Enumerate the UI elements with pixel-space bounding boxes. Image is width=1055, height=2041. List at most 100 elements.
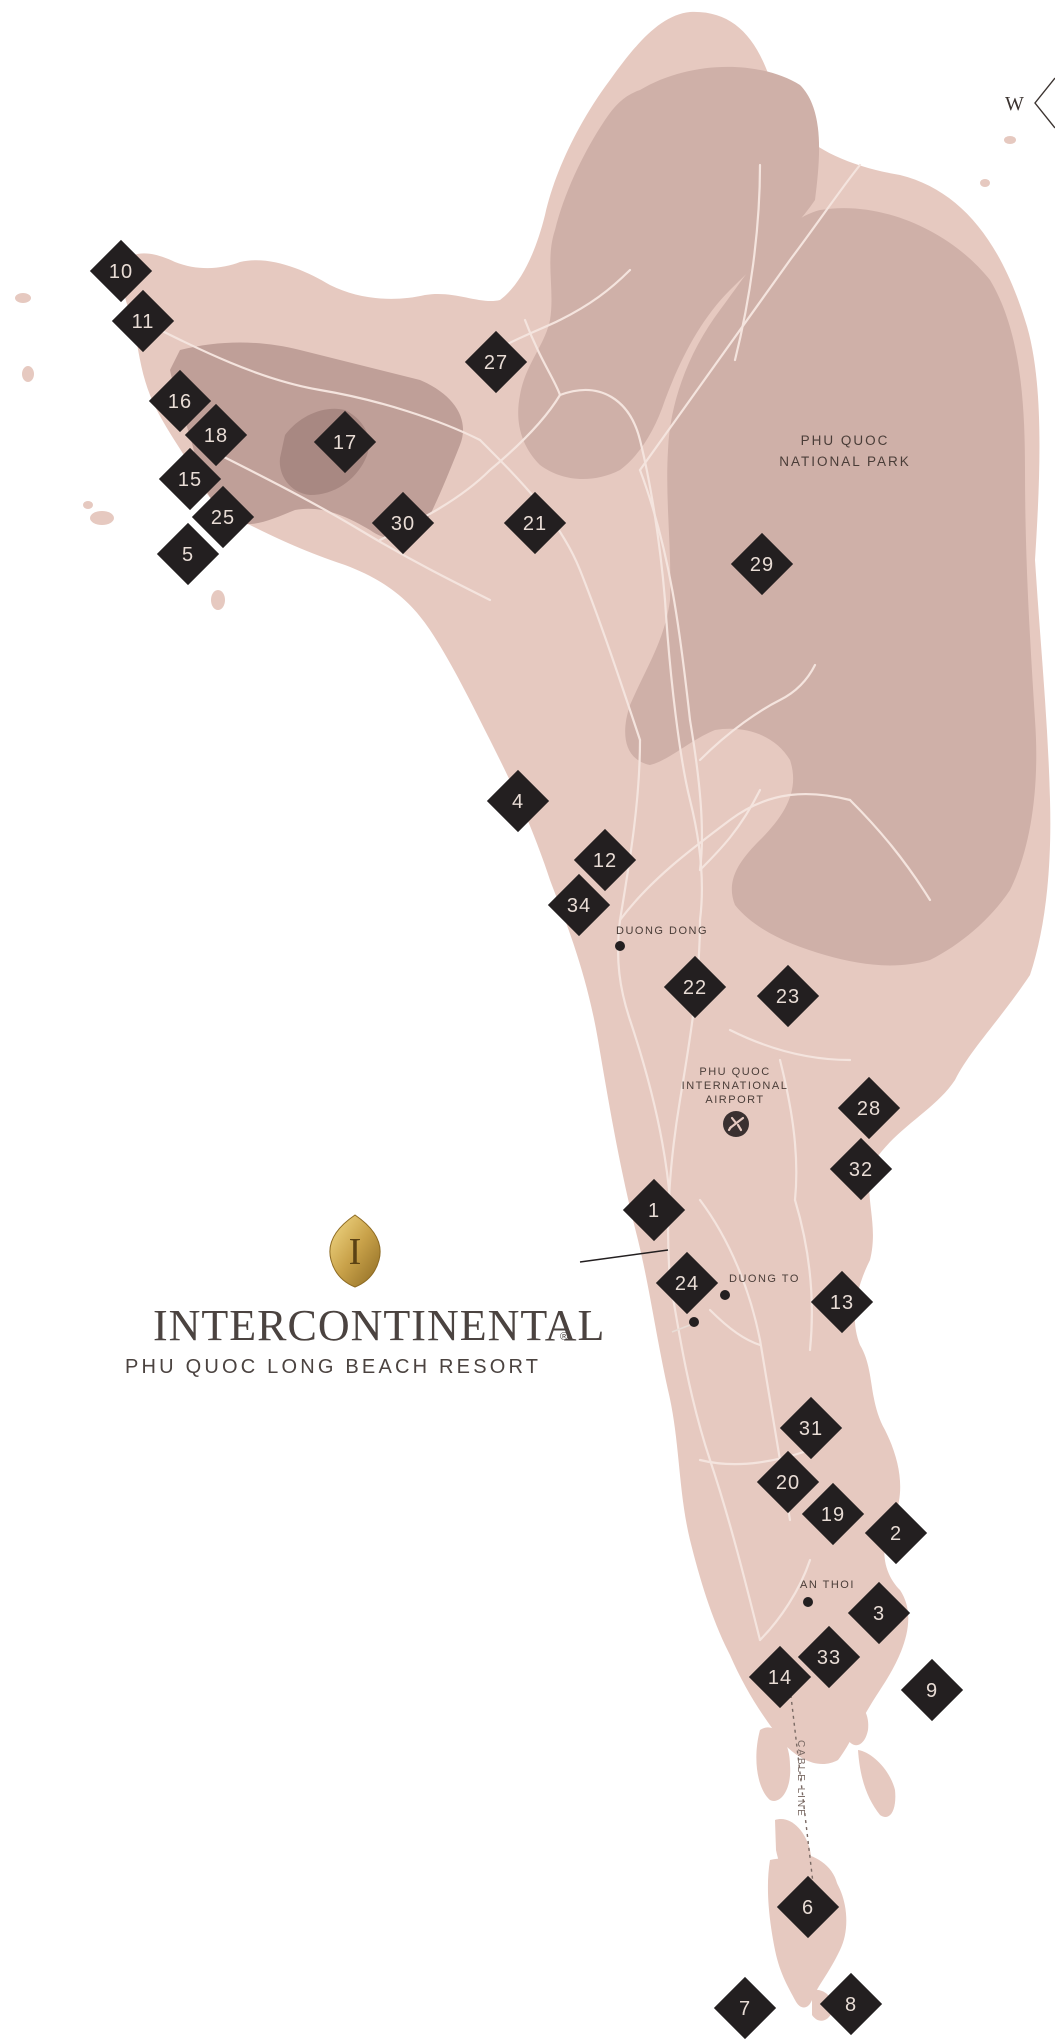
- marker-number: 13: [830, 1292, 854, 1314]
- islet: [980, 179, 990, 187]
- map-marker-9[interactable]: 9: [900, 1658, 964, 1722]
- map-marker-18[interactable]: 18: [184, 403, 248, 467]
- map-marker-17[interactable]: 17: [313, 410, 377, 474]
- marker-number: 3: [873, 1603, 885, 1625]
- compass-arrow-icon: [1034, 77, 1055, 129]
- town-label-an-thoi: AN THOI: [800, 1579, 855, 1591]
- marker-number: 7: [739, 1998, 751, 2020]
- marker-number: 15: [178, 469, 202, 491]
- marker-number: 20: [776, 1472, 800, 1494]
- marker-number: 23: [776, 986, 800, 1008]
- marker-number: 6: [802, 1897, 814, 1919]
- intercontinental-logo: I INTERCONTINENTAL ® PHU QUOC LONG BEACH…: [125, 1214, 605, 1378]
- marker-number: 4: [512, 791, 524, 813]
- marker-number: 2: [890, 1523, 902, 1545]
- town-dot-duong-to: [720, 1290, 730, 1300]
- islet: [83, 501, 93, 509]
- map-marker-8[interactable]: 8: [819, 1972, 883, 2036]
- map-marker-5[interactable]: 5: [156, 522, 220, 586]
- marker-number: 28: [857, 1098, 881, 1120]
- map-marker-12[interactable]: 12: [573, 828, 637, 892]
- marker-number: 22: [683, 977, 707, 999]
- marker-number: 16: [168, 391, 192, 413]
- airport-label-line2: INTERNATIONAL: [682, 1080, 789, 1092]
- map-marker-30[interactable]: 30: [371, 491, 435, 555]
- marker-number: 11: [132, 311, 155, 333]
- marker-diamond: [148, 369, 212, 433]
- marker-diamond: [158, 447, 222, 511]
- marker-number: 1: [648, 1200, 660, 1222]
- island-south-3: [858, 1750, 896, 1818]
- emblem-letter: I: [349, 1231, 362, 1273]
- intercontinental-emblem-icon: I: [329, 1214, 381, 1288]
- map-marker-34[interactable]: 34: [547, 873, 611, 937]
- marker-diamond: [486, 769, 550, 833]
- marker-number: 21: [523, 513, 547, 535]
- islet: [90, 511, 114, 525]
- map-marker-21[interactable]: 21: [503, 491, 567, 555]
- marker-diamond: [573, 828, 637, 892]
- marker-diamond: [503, 491, 567, 555]
- marker-number: 34: [567, 895, 591, 917]
- marker-number: 17: [333, 432, 357, 454]
- marker-diamond: [156, 522, 220, 586]
- marker-diamond: [547, 873, 611, 937]
- map-marker-29[interactable]: 29: [730, 532, 794, 596]
- marker-number: 31: [799, 1418, 823, 1440]
- map-marker-7[interactable]: 7: [713, 1976, 777, 2040]
- marker-diamond: [464, 330, 528, 394]
- marker-number: 8: [845, 1994, 857, 2016]
- islet: [15, 293, 31, 303]
- island-south-2: [844, 1703, 869, 1746]
- islet: [1004, 136, 1016, 144]
- map-marker-22[interactable]: 22: [663, 955, 727, 1019]
- town-label-duong-dong: DUONG DONG: [616, 925, 708, 937]
- map-marker-23[interactable]: 23: [756, 964, 820, 1028]
- marker-number: 10: [109, 261, 133, 283]
- map-marker-25[interactable]: 25: [191, 485, 255, 549]
- brand-name: INTERCONTINENTAL: [153, 1301, 605, 1350]
- marker-diamond: [371, 491, 435, 555]
- marker-number: 9: [926, 1680, 938, 1702]
- map-marker-4[interactable]: 4: [486, 769, 550, 833]
- town-dot-duong-dong: [615, 941, 625, 951]
- marker-number: 19: [821, 1504, 845, 1526]
- marker-diamond: [730, 532, 794, 596]
- resort-location-dot: [689, 1317, 699, 1327]
- marker-diamond: [663, 955, 727, 1019]
- marker-diamond: [184, 403, 248, 467]
- road-network: [138, 163, 932, 1642]
- islet: [211, 590, 225, 610]
- cable-line-label: CABLE LINE: [795, 1740, 806, 1818]
- map-marker-27[interactable]: 27: [464, 330, 528, 394]
- airport-label-line1: PHU QUOC: [699, 1066, 770, 1078]
- marker-number: 12: [593, 850, 617, 872]
- compass-west-label: W: [1005, 93, 1024, 115]
- marker-number: 27: [484, 352, 508, 374]
- marker-diamond: [313, 410, 377, 474]
- marker-number: 32: [849, 1159, 873, 1181]
- marker-diamond: [111, 289, 175, 353]
- marker-number: 24: [675, 1273, 699, 1295]
- marker-number: 5: [182, 544, 194, 566]
- north-park-area: [518, 66, 820, 480]
- park-label-line2: NATIONAL PARK: [779, 454, 911, 469]
- resort-dot-tail: [671, 1324, 691, 1333]
- compass-rose: W: [1005, 77, 1055, 129]
- island-south-1: [756, 1727, 791, 1801]
- marker-number: 18: [204, 425, 228, 447]
- map-marker-16[interactable]: 16: [148, 369, 212, 433]
- brand-subtitle: PHU QUOC LONG BEACH RESORT: [125, 1356, 541, 1378]
- park-label-line1: PHU QUOC: [801, 433, 890, 448]
- marker-number: 29: [750, 554, 774, 576]
- islet: [22, 366, 34, 382]
- map-marker-11[interactable]: 11: [111, 289, 175, 353]
- resort-pointer-line: [579, 1249, 669, 1263]
- cable-car-line: [789, 1687, 816, 1901]
- town-dot-an-thoi: [803, 1597, 813, 1607]
- marker-number: 33: [817, 1647, 841, 1669]
- marker-number: 30: [391, 513, 415, 535]
- airport-label-line3: AIRPORT: [705, 1094, 764, 1106]
- map-marker-15[interactable]: 15: [158, 447, 222, 511]
